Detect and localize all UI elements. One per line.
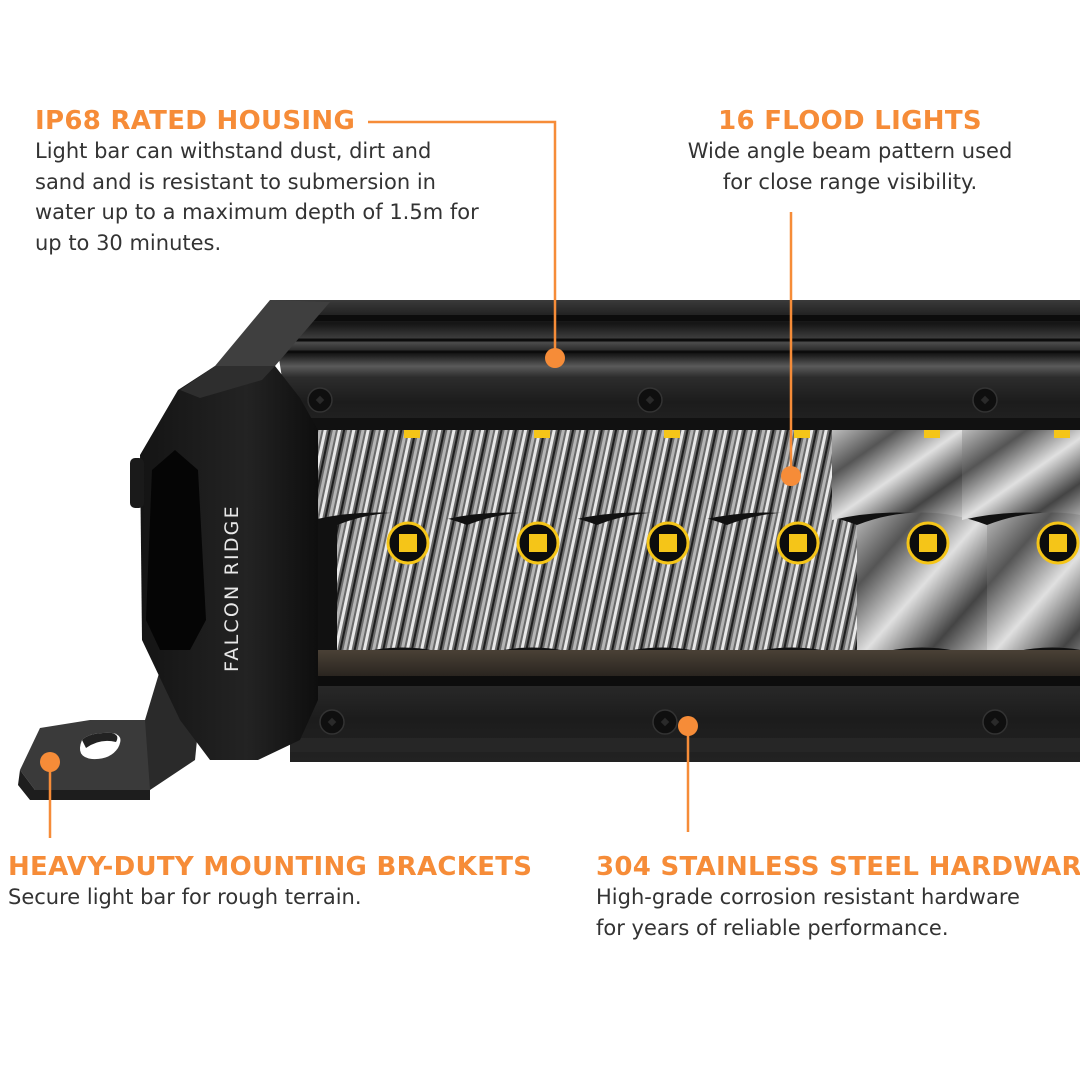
callout-ip68-housing: IP68 RATED HOUSING Light bar can withsta… — [35, 106, 525, 258]
led-chip — [919, 534, 937, 552]
hex-screw — [982, 709, 1008, 735]
reflector-array — [312, 430, 1080, 660]
callout-description: Secure light bar for rough terrain. — [8, 882, 548, 913]
led-chip — [659, 534, 677, 552]
callout-title: 16 FLOOD LIGHTS — [718, 106, 982, 136]
hex-screw — [637, 387, 663, 413]
housing-top-rail — [270, 300, 1080, 378]
hex-screw — [307, 387, 333, 413]
end-cap: FALCON RIDGE — [130, 300, 330, 760]
brand-label: FALCON RIDGE — [221, 504, 243, 672]
callout-mounting-brackets: HEAVY-DUTY MOUNTING BRACKETS Secure ligh… — [8, 852, 548, 913]
description-line: water up to a maximum depth of 1.5m for — [35, 200, 479, 224]
hex-screw — [319, 709, 345, 735]
callout-title: IP68 RATED HOUSING — [35, 106, 356, 136]
flood-light-pod — [572, 430, 727, 660]
callout-title: HEAVY-DUTY MOUNTING BRACKETS — [8, 852, 533, 882]
led-chip — [1049, 534, 1067, 552]
flood-light-pod — [442, 430, 597, 660]
flood-light-pod — [702, 430, 857, 660]
callout-description: High-grade corrosion resistant hardware … — [596, 882, 1080, 943]
flood-light-pod — [832, 430, 987, 660]
description-line: up to 30 minutes. — [35, 230, 222, 255]
callout-flood-lights: 16 FLOOD LIGHTS Wide angle beam pattern … — [660, 106, 1040, 197]
description-line: for years of reliable performance. — [596, 915, 949, 940]
led-chip — [529, 534, 547, 552]
led-chip — [789, 534, 807, 552]
led-chip — [399, 534, 417, 552]
description-line: Light bar can withstand dust, dirt and — [35, 139, 432, 163]
callout-stainless-hardware: 304 STAINLESS STEEL HARDWARE High-grade … — [596, 852, 1080, 943]
description-line: Secure light bar for rough terrain. — [8, 885, 362, 909]
description-line: for close range visibility. — [722, 169, 978, 194]
description-line: Wide angle beam pattern used — [687, 139, 1013, 163]
callout-description: Wide angle beam pattern used for close r… — [660, 136, 1040, 197]
hex-screw — [652, 709, 678, 735]
callout-title: 304 STAINLESS STEEL HARDWARE — [596, 852, 1080, 882]
flood-light-pod — [312, 430, 467, 660]
description-line: sand and is resistant to submersion in — [35, 169, 436, 194]
flood-light-pod — [962, 430, 1080, 660]
hex-screw — [972, 387, 998, 413]
callout-description: Light bar can withstand dust, dirt and s… — [35, 136, 525, 258]
description-line: High-grade corrosion resistant hardware — [596, 885, 1020, 909]
